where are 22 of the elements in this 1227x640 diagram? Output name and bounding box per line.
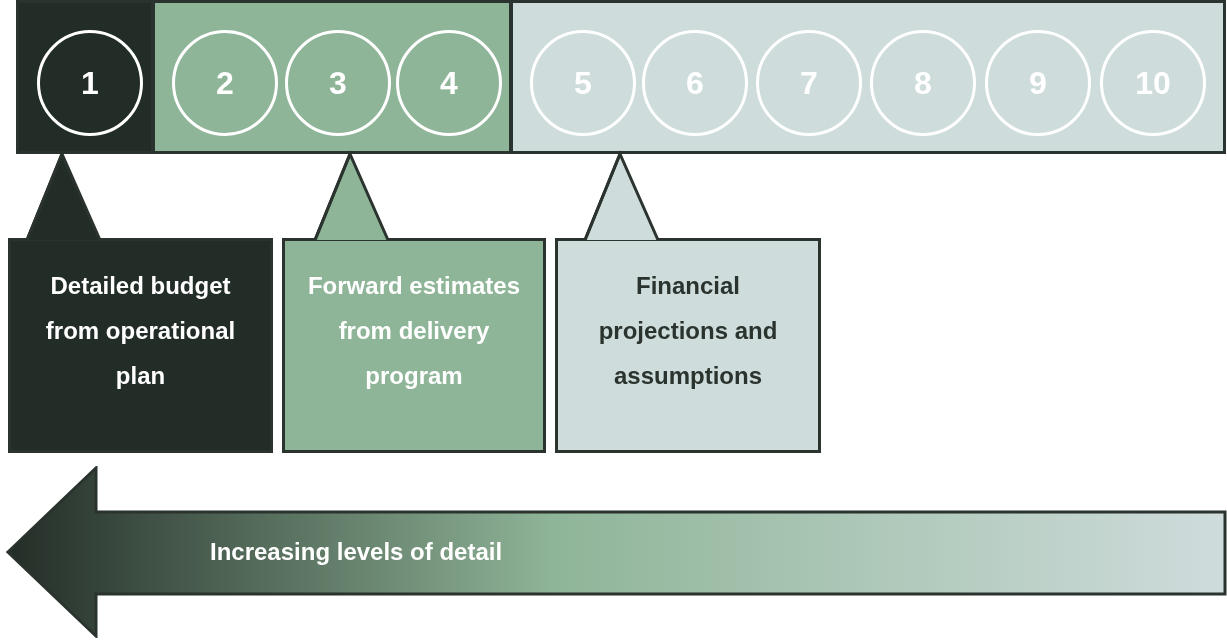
callout-text: Forward estimates from delivery program [306, 271, 522, 391]
number-circle [1100, 30, 1206, 136]
number-circle [985, 30, 1091, 136]
number-circle [172, 30, 278, 136]
number-circle [530, 30, 636, 136]
callout-box [555, 238, 821, 453]
callout-text: Financial projections and assumptions [597, 271, 779, 391]
gradient-arrow [6, 466, 1227, 638]
number-circle [396, 30, 502, 136]
number-circle [37, 30, 143, 136]
callout-box [282, 238, 546, 453]
number-circle [642, 30, 748, 136]
callout-box [8, 238, 273, 453]
arrow-label: Increasing levels of detail [210, 538, 503, 566]
number-circle [756, 30, 862, 136]
step-number: 4 [440, 64, 458, 102]
callout-text: Detailed budget from operational plan [44, 271, 237, 391]
step-number: 2 [216, 64, 234, 102]
step-number: 3 [329, 64, 347, 102]
number-circle [870, 30, 976, 136]
number-circle [285, 30, 391, 136]
step-number: 1 [81, 64, 99, 102]
